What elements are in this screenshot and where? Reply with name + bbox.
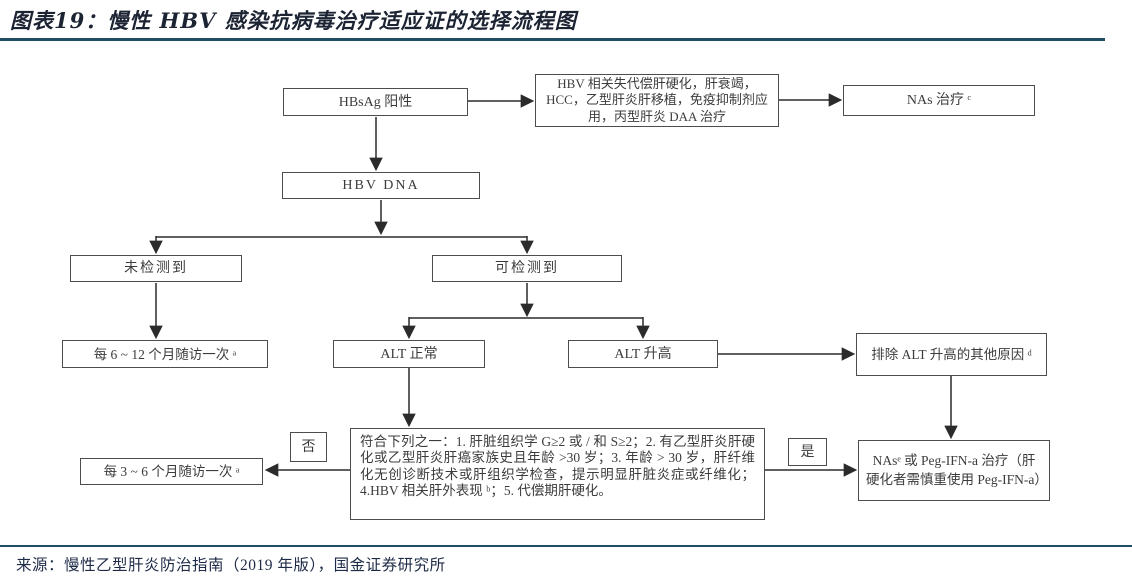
node-alt-elevated: ALT 升高 bbox=[568, 340, 718, 368]
edge-label-yes: 是 bbox=[788, 438, 827, 466]
node-hbv-dna: HBV DNA bbox=[282, 172, 480, 199]
node-nas-or-peg-ifn: NAsᵉ 或 Peg-IFN-a 治疗（肝硬化者需慎重使用 Peg-IFN-a） bbox=[858, 440, 1050, 501]
flowchart-connectors bbox=[149, 93, 958, 477]
source-note: 来源：慢性乙型肝炎防治指南（2019 年版），国金证券研究所 bbox=[16, 557, 446, 574]
node-hbv-complications: HBV 相关失代偿肝硬化，肝衰竭，HCC，乙型肝炎肝移植，免疫抑制剂应用，丙型肝… bbox=[535, 74, 779, 127]
node-not-detected: 未检测到 bbox=[70, 255, 242, 282]
node-detected: 可检测到 bbox=[432, 255, 622, 282]
node-exclude-other-causes: 排除 ALT 升高的其他原因 ᵈ bbox=[856, 333, 1047, 376]
node-alt-normal: ALT 正常 bbox=[333, 340, 485, 368]
figure-title: 图表19：慢性 HBV 感染抗病毒治疗适应证的选择流程图 bbox=[10, 8, 577, 33]
node-nas-therapy: NAs 治疗 ᶜ bbox=[843, 85, 1035, 116]
node-follow-up-6-12: 每 6 ~ 12 个月随访一次 ᵃ bbox=[62, 340, 268, 368]
title-underline bbox=[0, 38, 1105, 41]
footer-divider bbox=[0, 545, 1132, 547]
flowchart: HBsAg 阳性 HBV 相关失代偿肝硬化，肝衰竭，HCC，乙型肝炎肝移植，免疫… bbox=[0, 42, 1132, 542]
edge-label-no: 否 bbox=[290, 432, 327, 462]
node-criteria-list: 符合下列之一：1. 肝脏组织学 G≥2 或 / 和 S≥2；2. 有乙型肝炎肝硬… bbox=[350, 428, 765, 520]
node-hbsag-positive: HBsAg 阳性 bbox=[283, 88, 468, 116]
node-follow-up-3-6: 每 3 ~ 6 个月随访一次 ᵃ bbox=[80, 458, 263, 485]
